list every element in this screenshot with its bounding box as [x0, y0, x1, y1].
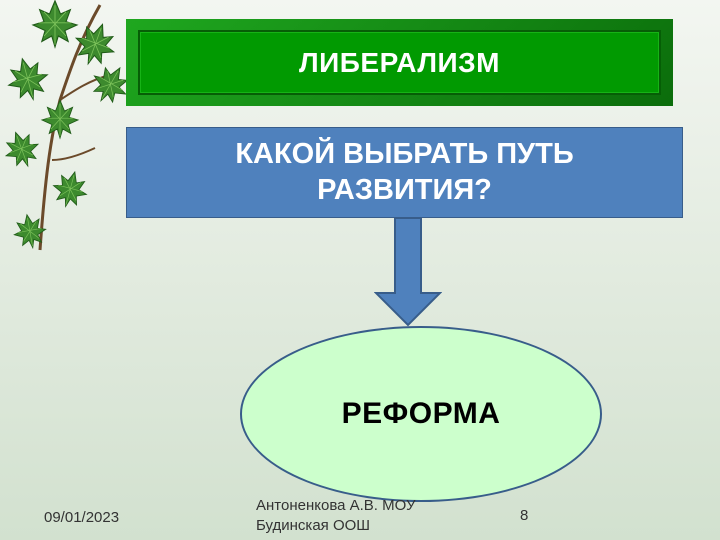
maple-leaves-icon: [0, 0, 130, 251]
answer-text: РЕФОРМА: [341, 397, 501, 430]
footer-author: Антоненкова А.В. МОУ Будинская ООШ: [256, 497, 416, 534]
down-arrow-icon: [374, 217, 442, 327]
answer-ellipse: РЕФОРМА: [240, 326, 602, 502]
footer-date: 09/01/2023: [44, 509, 120, 526]
question-box: КАКОЙ ВЫБРАТЬ ПУТЬ РАЗВИТИЯ?: [126, 127, 683, 218]
title-box: ЛИБЕРАЛИЗМ: [126, 19, 673, 106]
title-text: ЛИБЕРАЛИЗМ: [299, 46, 500, 78]
question-text: КАКОЙ ВЫБРАТЬ ПУТЬ РАЗВИТИЯ?: [235, 138, 574, 206]
page-number: 8: [520, 507, 529, 524]
